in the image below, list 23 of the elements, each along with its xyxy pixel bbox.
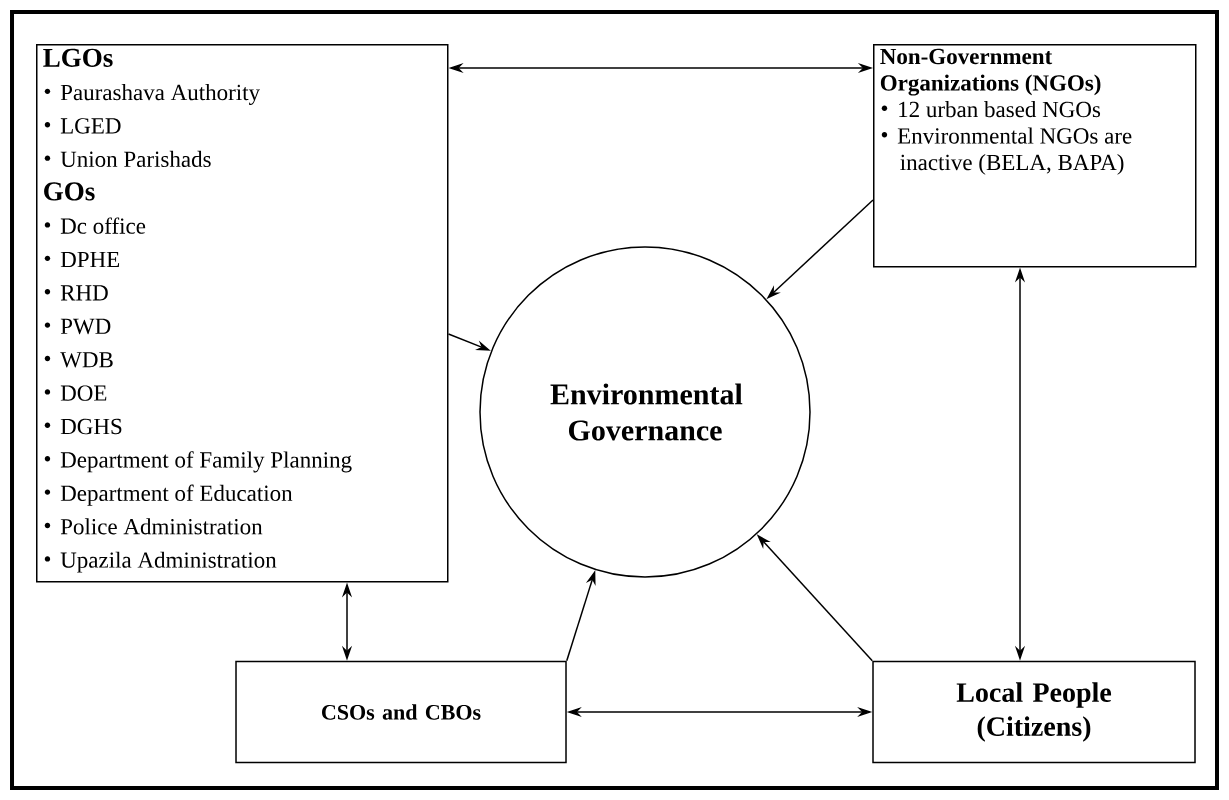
heading: GOs (44, 182, 95, 201)
list-item: PWD (60, 318, 111, 335)
list-item: DOE (60, 385, 107, 401)
list-item: Dc office (60, 217, 146, 234)
heading: Non-Government Organizations (NGOs) (880, 48, 1101, 96)
text-box (36, 44, 449, 583)
list-item: Department of Family Planning (60, 451, 352, 473)
text-box: CSOs and CBOs (235, 660, 567, 764)
list-item: WDB (60, 352, 113, 368)
list-item: 12 urban based NGOs (899, 101, 1101, 118)
list-item: Environmental NGOs are inactive (BELA, BAPA) (897, 127, 1132, 175)
list-item: Police Administration (60, 518, 263, 535)
list-item: DGHS (60, 418, 122, 435)
list-item: Paurashava Authority (60, 84, 260, 105)
text-box: Local People (Citizens) (872, 660, 1196, 764)
list-item: Upazila Administration (60, 551, 277, 573)
list-item: Union Parishads (60, 150, 211, 168)
text-box (873, 44, 1197, 268)
list-item: DPHE (60, 251, 120, 268)
list-item: LGED (60, 118, 121, 134)
list-item: Department of Education (60, 484, 293, 506)
heading: LGOs (43, 48, 113, 67)
list-item: RHD (60, 285, 108, 301)
